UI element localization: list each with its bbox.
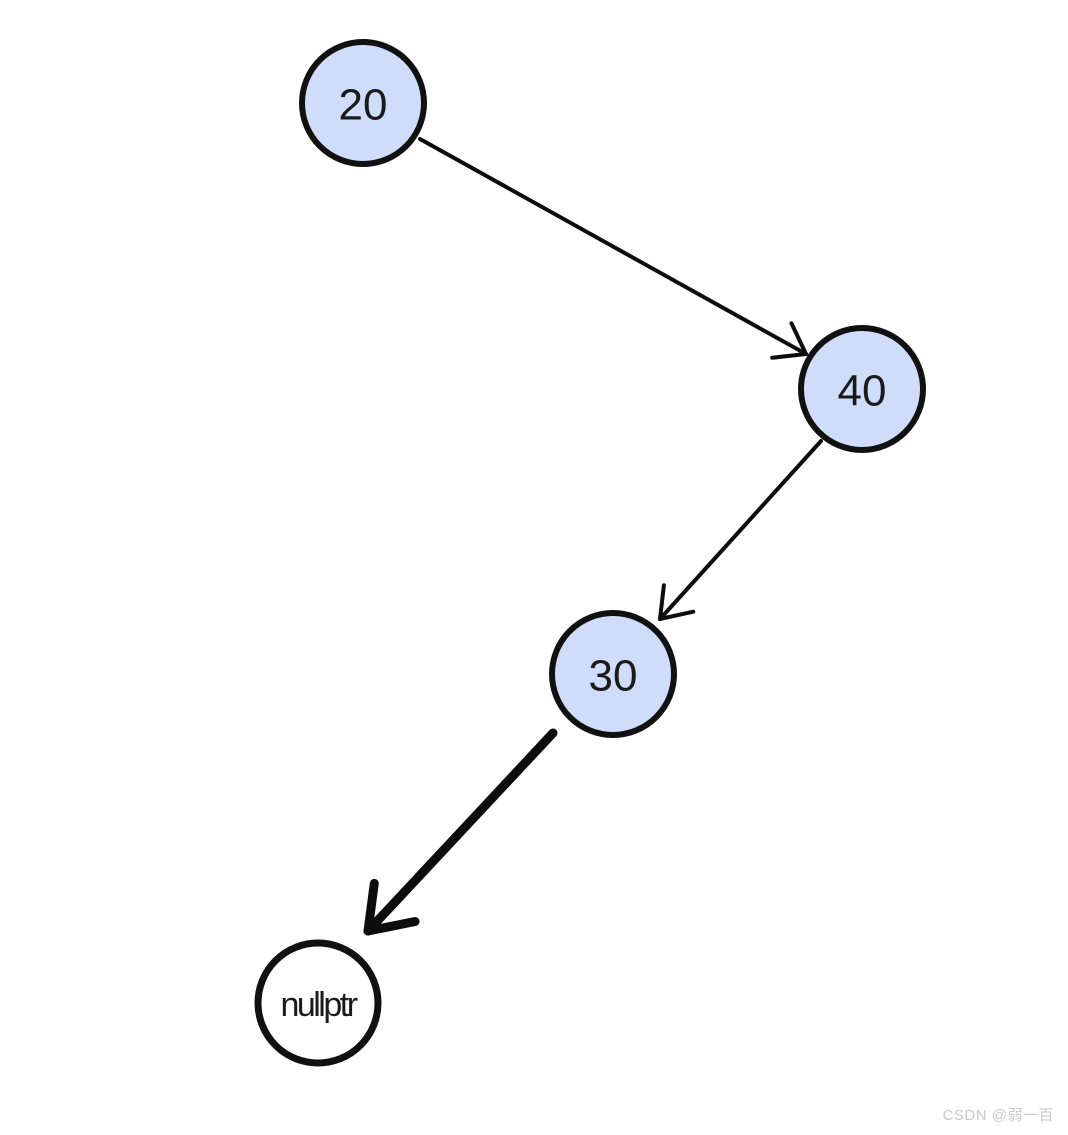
arrowhead-barb-2 [658, 609, 696, 621]
arrowhead-barb-1 [770, 352, 808, 360]
node-circle[interactable] [299, 39, 427, 167]
arrowhead-barb-1 [363, 878, 379, 936]
node-circle[interactable] [549, 610, 677, 738]
edge-n40-to-n30 [658, 439, 823, 621]
edge-shaft [418, 137, 808, 356]
nodes-layer: 20 40 30 nullptr [254, 39, 926, 1067]
edge-n30-to-nnull [363, 728, 558, 936]
edges-layer [363, 137, 823, 936]
arrowhead-barb-2 [789, 321, 808, 356]
node-30[interactable]: 30 [549, 610, 677, 738]
node-circle[interactable] [798, 325, 926, 453]
node-label: nullptr [280, 986, 357, 1024]
edge-shaft [658, 439, 823, 621]
node-label: 30 [589, 652, 638, 701]
edge-shaft [363, 728, 558, 936]
node-nullptr[interactable]: nullptr [254, 939, 382, 1067]
node-40[interactable]: 40 [798, 325, 926, 453]
node-circle[interactable] [254, 939, 382, 1067]
edge-n20-to-n40 [418, 137, 808, 360]
node-label: 40 [838, 367, 887, 416]
watermark-text: CSDN @弱一百 [942, 1107, 1054, 1124]
node-20[interactable]: 20 [299, 39, 427, 167]
arrowhead-barb-2 [363, 916, 420, 936]
arrowhead-barb-1 [658, 583, 666, 621]
node-label: 20 [339, 81, 388, 130]
